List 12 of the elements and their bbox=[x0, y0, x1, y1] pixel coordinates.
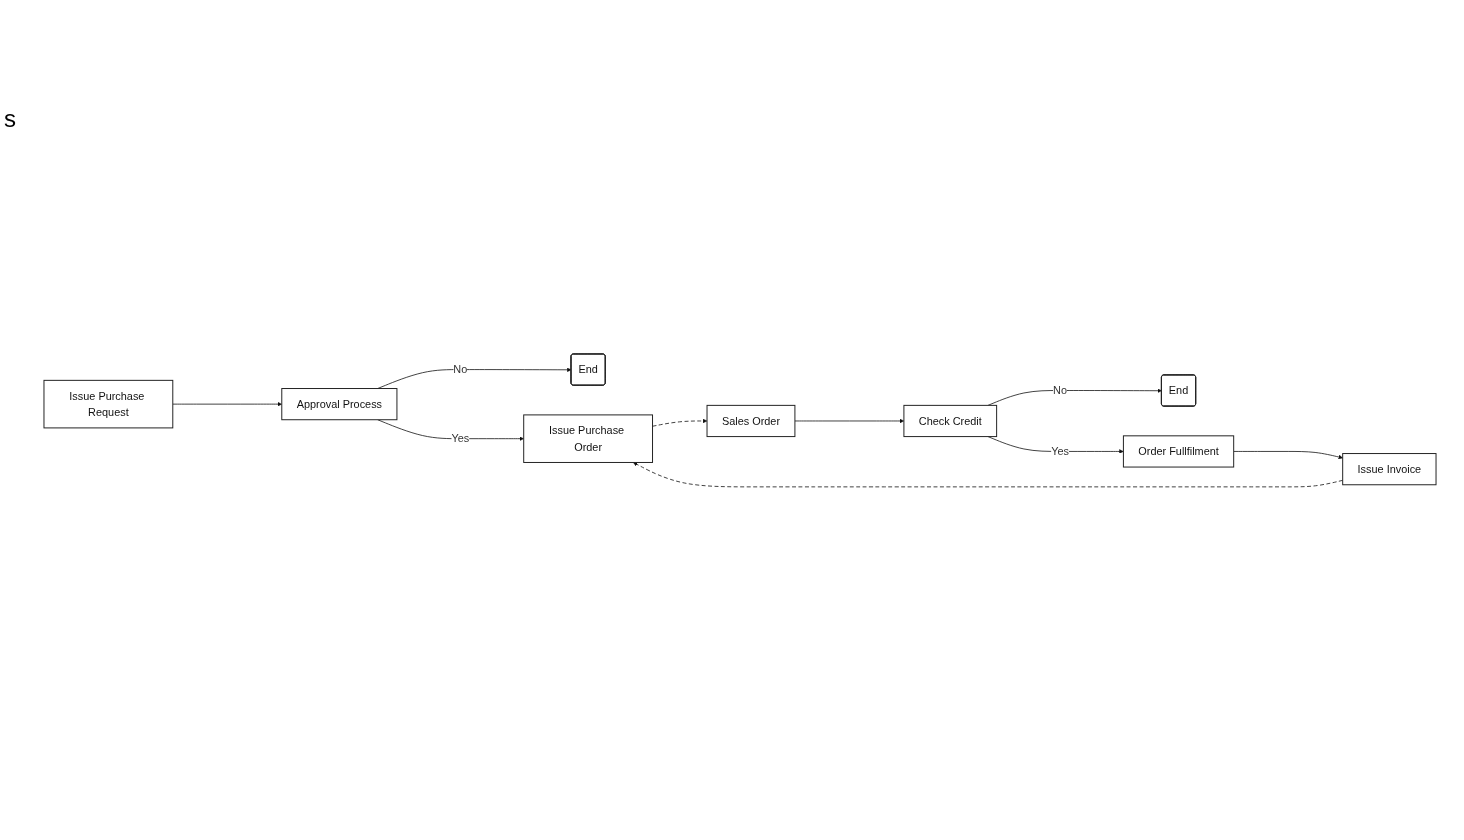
node-box: Approval Process bbox=[281, 387, 398, 420]
edge-label: No bbox=[1053, 383, 1067, 397]
node-box: Sales Order bbox=[706, 404, 796, 437]
edge-label: No bbox=[453, 362, 468, 376]
node-box: Issue Purchase Order bbox=[523, 414, 653, 463]
node-box: Issue Purchase Request bbox=[43, 379, 174, 428]
node-box: Issue Invoice bbox=[1342, 452, 1437, 485]
node-box: Order Fullfilment bbox=[1122, 434, 1235, 468]
node-box: Check Credit bbox=[903, 404, 998, 437]
edge-label: Yes bbox=[1051, 444, 1069, 458]
note-text: s bbox=[4, 105, 16, 132]
edge-label: Yes bbox=[451, 432, 470, 445]
